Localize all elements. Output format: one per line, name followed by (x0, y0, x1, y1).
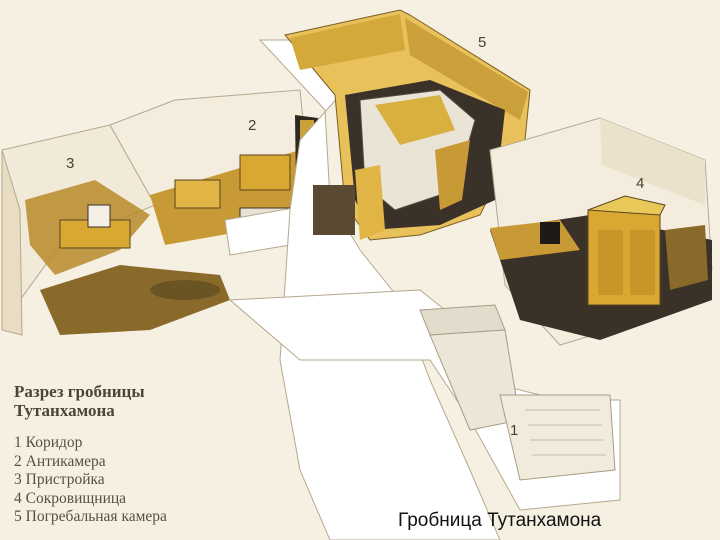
legend-title-line2: Тутанхамона (14, 401, 115, 420)
annex-room (1, 124, 230, 336)
slide-caption: Гробница Тутанхамона (398, 510, 602, 531)
label-treasury: 4 (636, 175, 644, 192)
corridor-passage (228, 39, 621, 540)
legend-item-treasury: 4 Сокровищница (14, 489, 127, 507)
label-burial-chamber: 5 (478, 34, 486, 51)
label-antechamber: 2 (248, 117, 256, 134)
label-corridor: 1 (510, 422, 518, 439)
label-annex: 3 (66, 155, 74, 172)
legend-item-antechamber: 2 Антикамера (14, 452, 106, 470)
legend-item-corridor: 1 Коридор (14, 434, 83, 451)
burial-chamber-room (284, 9, 531, 241)
treasury-room (489, 117, 713, 346)
antechamber-room (109, 89, 321, 256)
legend-title-line1: Разрез гробницы (14, 382, 145, 401)
legend-item-annex: 3 Пристройка (14, 471, 105, 488)
legend-item-burial-chamber: 5 Погребальная камера (14, 508, 167, 525)
legend-list: 1 Коридор 2 Антикамера 3 Пристройка 4 Со… (14, 434, 167, 527)
legend: Разрез гробницы Тутанхамона 1 Коридор 2 … (14, 382, 167, 527)
